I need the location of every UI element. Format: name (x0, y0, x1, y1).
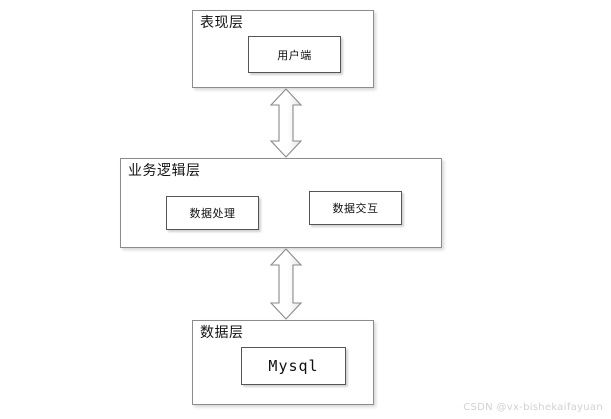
component-box-data-interaction: 数据交互 (309, 191, 402, 225)
component-box-mysql: Mysql (241, 347, 346, 385)
layer-title-data: 数据层 (200, 325, 244, 341)
component-label-data-interaction: 数据交互 (332, 202, 379, 215)
layer-title-business-logic: 业务逻辑层 (128, 163, 201, 179)
component-label-data-processing: 数据处理 (189, 207, 236, 220)
watermark-text: CSDN @vx-bishekaifayuan (463, 402, 603, 413)
double-arrow-business-data (269, 248, 303, 320)
component-box-client: 用户端 (248, 36, 341, 73)
double-arrow-presentation-business (269, 88, 303, 158)
layer-box-data: 数据层 Mysql (192, 320, 374, 405)
component-label-mysql: Mysql (268, 357, 319, 375)
component-label-client: 用户端 (277, 48, 312, 62)
layer-box-business-logic: 业务逻辑层 数据处理 数据交互 (120, 158, 442, 248)
layer-title-presentation: 表现层 (200, 15, 244, 31)
layer-box-presentation: 表现层 用户端 (192, 10, 374, 88)
component-box-data-processing: 数据处理 (166, 196, 259, 230)
